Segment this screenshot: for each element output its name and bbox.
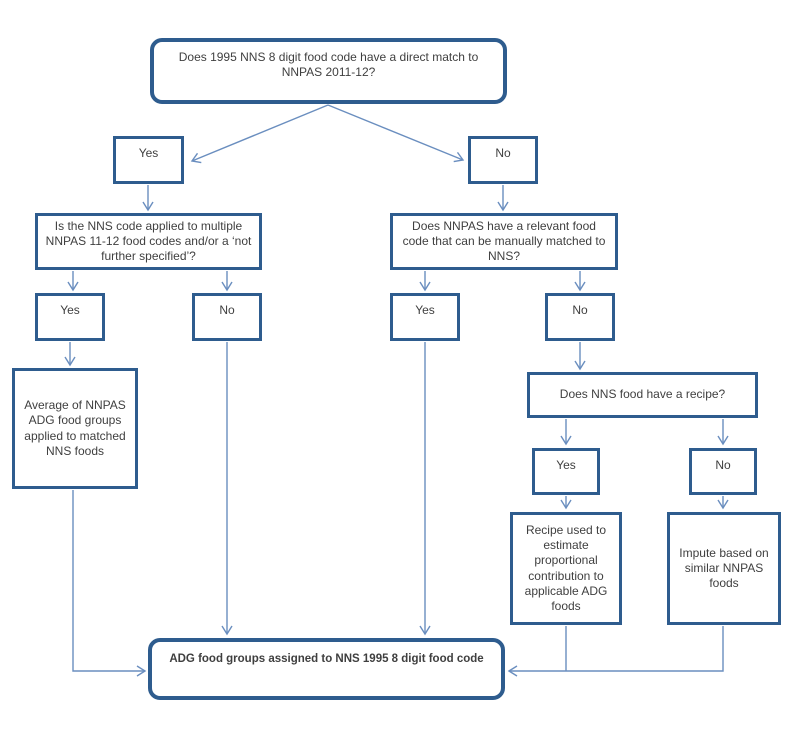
node-impute: Impute based on similar NNPAS foods	[667, 512, 781, 625]
node-root-yes: Yes	[113, 136, 184, 184]
node-recipe-used: Recipe used to estimate proportional con…	[510, 512, 622, 625]
node-root-no: No	[468, 136, 538, 184]
node-label: No	[715, 458, 731, 472]
node-multiple-no: No	[192, 293, 262, 341]
node-final-result: ADG food groups assigned to NNS 1995 8 d…	[148, 638, 505, 700]
node-recipe-yes: Yes	[532, 448, 600, 495]
node-recipe-no: No	[689, 448, 757, 495]
node-label: Yes	[556, 458, 576, 472]
node-label: Yes	[60, 303, 80, 317]
node-label: No	[219, 303, 235, 317]
node-label: No	[495, 146, 511, 160]
edge-impute-to-final	[507, 626, 724, 677]
node-label: Impute based on similar NNPAS foods	[679, 545, 769, 591]
edge-root-to-no	[327, 104, 465, 163]
node-question-manual-match: Does NNPAS have a relevant food code tha…	[390, 213, 618, 270]
node-label: Yes	[415, 303, 435, 317]
node-label: Average of NNPAS ADG food groups applied…	[24, 398, 126, 458]
node-question-recipe: Does NNS food have a recipe?	[527, 372, 758, 418]
node-multiple-yes: Yes	[35, 293, 105, 341]
node-label: Is the NNS code applied to multiple NNPA…	[45, 218, 252, 264]
node-manual-yes: Yes	[390, 293, 460, 341]
node-manual-no: No	[545, 293, 615, 341]
edge-root-to-yes	[190, 104, 329, 164]
node-label: Does NNS food have a recipe?	[559, 387, 726, 402]
node-average-adg: Average of NNPAS ADG food groups applied…	[12, 368, 138, 489]
node-root-question: Does 1995 NNS 8 digit food code have a d…	[150, 38, 507, 104]
node-label: ADG food groups assigned to NNS 1995 8 d…	[169, 653, 484, 665]
node-label: No	[572, 303, 588, 317]
node-label: Does NNPAS have a relevant food code tha…	[402, 218, 606, 264]
node-label: Does 1995 NNS 8 digit food code have a d…	[178, 50, 479, 80]
edge-average-to-final	[72, 490, 147, 677]
node-label: Recipe used to estimate proportional con…	[524, 522, 608, 613]
node-label: Yes	[138, 146, 159, 160]
node-question-multiple-codes: Is the NNS code applied to multiple NNPA…	[35, 213, 262, 270]
